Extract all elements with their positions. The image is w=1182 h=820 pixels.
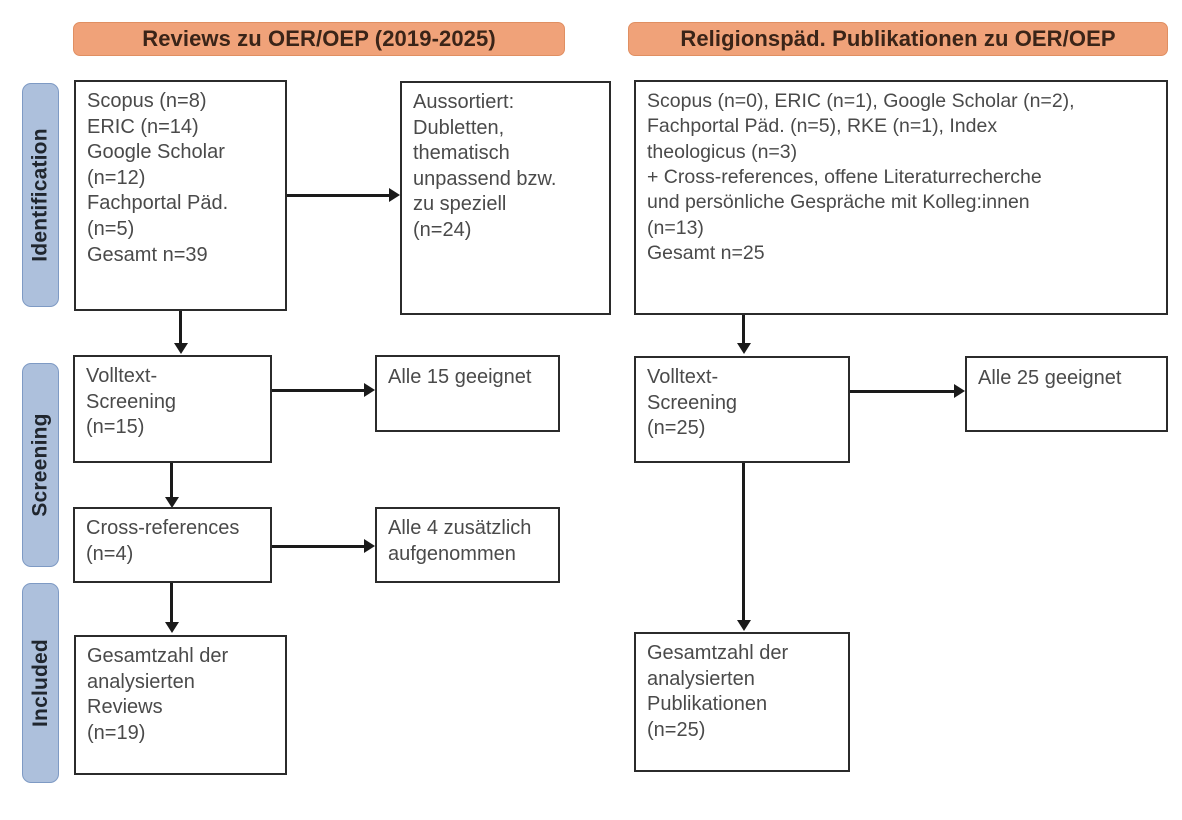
connector-left-crossref-to-included (170, 583, 173, 623)
connector-left-sources-to-screening (179, 311, 182, 344)
column-banner-publikationen: Religionspäd. Publikationen zu OER/OEP (628, 22, 1168, 56)
stage-label-screening: Screening (28, 413, 52, 517)
connector-left-crossref-to-added (272, 545, 364, 548)
connector-right-screening-to-eligible (850, 390, 954, 393)
arrowhead-right-sources-to-screening (736, 343, 751, 354)
stage-label-identification: Identification (28, 128, 52, 262)
node-left-included-total: Gesamtzahl der analysierten Reviews (n=1… (74, 635, 287, 775)
arrowhead-left-crossref-to-included (164, 622, 179, 633)
arrowhead-left-screening-to-crossref (164, 497, 179, 508)
node-left-all-eligible: Alle 15 geeignet (375, 355, 560, 432)
connector-left-screening-to-crossref (170, 463, 173, 498)
connector-right-screening-to-included (742, 463, 745, 621)
column-banner-reviews-label: Reviews zu OER/OEP (2019-2025) (142, 26, 496, 51)
node-right-all-eligible: Alle 25 geeignet (965, 356, 1168, 432)
arrowhead-left-sources-to-screening (173, 343, 188, 354)
arrowhead-left-crossref-to-added (364, 539, 375, 553)
connector-left-sources-to-excluded (287, 194, 389, 197)
arrowhead-right-screening-to-eligible (954, 384, 965, 398)
arrowhead-left-sources-to-excluded (389, 188, 400, 202)
node-right-identification-sources: Scopus (n=0), ERIC (n=1), Google Scholar… (634, 80, 1168, 315)
node-left-identification-sources: Scopus (n=8) ERIC (n=14) Google Scholar … (74, 80, 287, 311)
column-banner-publikationen-label: Religionspäd. Publikationen zu OER/OEP (680, 26, 1116, 51)
column-banner-reviews: Reviews zu OER/OEP (2019-2025) (73, 22, 565, 56)
connector-right-sources-to-screening (742, 315, 745, 344)
stage-pill-identification: Identification (22, 83, 59, 307)
arrowhead-left-screening-to-eligible (364, 383, 375, 397)
node-right-fulltext-screening: Volltext- Screening (n=25) (634, 356, 850, 463)
stage-pill-included: Included (22, 583, 59, 783)
stage-label-included: Included (28, 639, 52, 727)
node-left-all-added: Alle 4 zusätzlich aufgenommen (375, 507, 560, 583)
node-left-fulltext-screening: Volltext- Screening (n=15) (73, 355, 272, 463)
node-left-cross-references: Cross-references (n=4) (73, 507, 272, 583)
arrowhead-right-screening-to-included (736, 620, 751, 631)
stage-pill-screening: Screening (22, 363, 59, 567)
node-right-included-total: Gesamtzahl der analysierten Publikatione… (634, 632, 850, 772)
node-left-excluded: Aussortiert: Dubletten, thematisch unpas… (400, 81, 611, 315)
connector-left-screening-to-eligible (272, 389, 364, 392)
